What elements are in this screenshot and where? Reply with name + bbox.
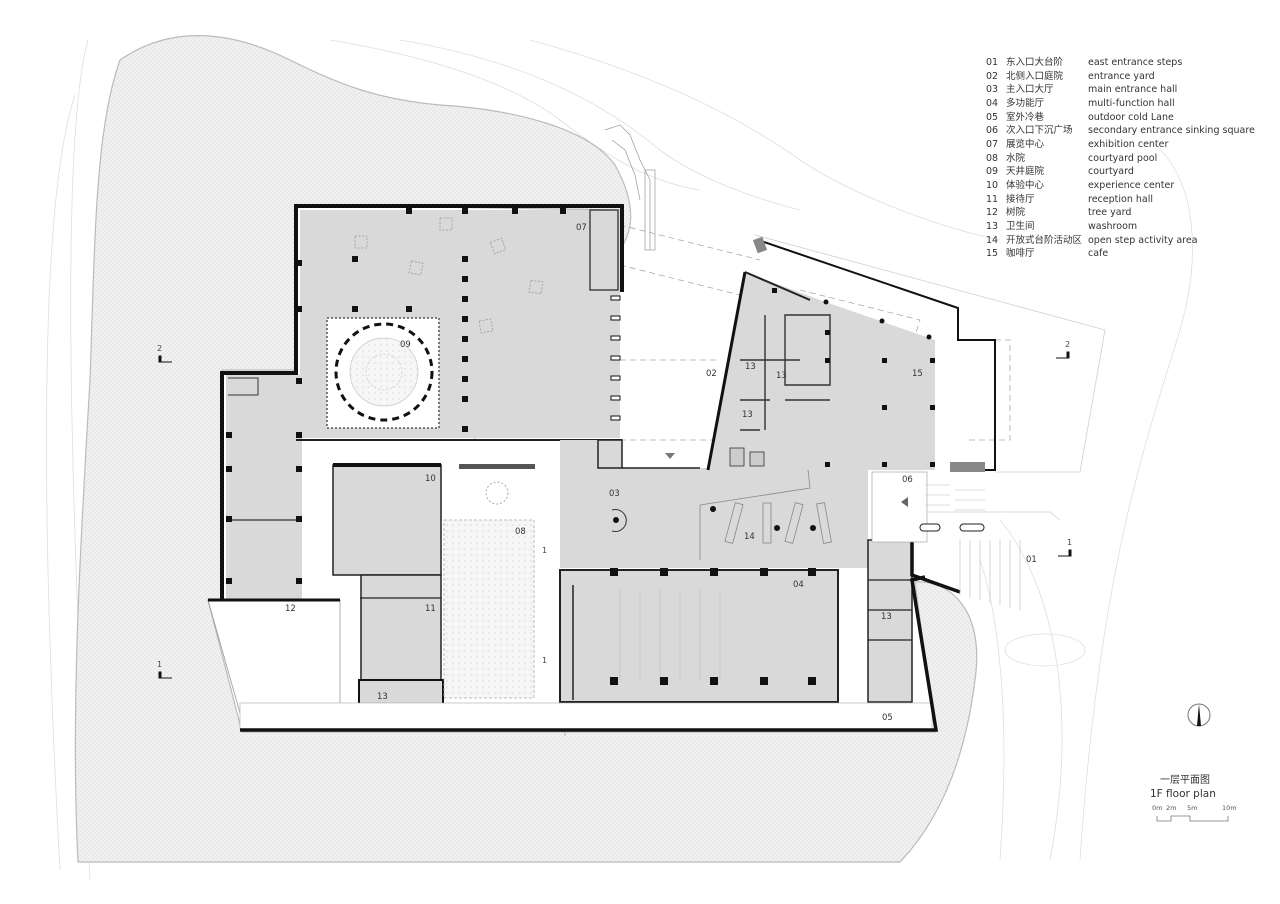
hall-columns (610, 568, 816, 685)
room-label-14: 14 (744, 532, 755, 542)
scale-tick-0m: 0m (1152, 804, 1163, 812)
section-mark-1-left: 1 (157, 660, 163, 669)
room-label-04: 04 (793, 580, 804, 590)
room-label-15: 15 (912, 369, 923, 379)
north-stair-path (604, 124, 656, 251)
seating-rows (619, 590, 721, 680)
landscape-mound (74, 35, 978, 863)
room-label-01: 01 (1026, 555, 1037, 565)
exhibition-hall-walls (294, 204, 624, 438)
room-label-13-b: 13 (776, 371, 787, 381)
cafe-columns (772, 288, 935, 467)
room-label-11: 11 (425, 604, 436, 614)
reception-hall-fill (360, 574, 442, 681)
drawing-title: 一层平面图 1F floor plan (1150, 771, 1216, 800)
south-corridor (239, 702, 933, 730)
facade-fins (610, 295, 621, 421)
room-label-05: 05 (882, 713, 893, 723)
contour-lines (46, 39, 1193, 881)
room-label-09: 09 (400, 340, 411, 350)
site-boundary (754, 234, 1106, 473)
room-label-10: 10 (425, 474, 436, 484)
courtyard-pool (443, 519, 535, 699)
scale-tick-10m: 10m (1222, 804, 1237, 812)
room-label-13-a: 13 (745, 362, 756, 372)
main-hall-fill (560, 440, 868, 568)
scale-tick-2m: 2m (1166, 804, 1177, 812)
section-markers (158, 351, 1072, 679)
east-service-block (867, 539, 913, 703)
drawing-title-cn: 一层平面图 (1160, 775, 1210, 786)
scale-bar (1156, 815, 1229, 822)
section-mark-1-mid-top: 1 (542, 546, 548, 555)
drawing-title-en: 1F floor plan (1150, 788, 1216, 800)
sinking-square (871, 471, 928, 543)
columns (226, 208, 566, 584)
section-mark-1-mid-bottom: 1 (542, 656, 548, 665)
section-mark-1-right: 1 (1067, 538, 1073, 547)
room-label-02: 02 (706, 369, 717, 379)
room-label-13-d: 13 (881, 612, 892, 622)
section-mark-2-right: 2 (1065, 340, 1071, 349)
cafe-interior-walls (740, 314, 831, 431)
room-label-13-e: 13 (377, 692, 388, 702)
display-boxes (354, 217, 544, 334)
scale-tick-5m: 5m (1187, 804, 1198, 812)
section-mark-2-left: 2 (157, 344, 163, 353)
cafe-block-fill (710, 272, 935, 470)
room-label-07: 07 (576, 223, 587, 233)
multi-function-hall-fill (559, 569, 839, 703)
room-label-06: 06 (902, 475, 913, 485)
scale-bar-labels: 0m 2m 5m 10m (1152, 804, 1242, 814)
room-label-03: 03 (609, 489, 620, 499)
room-label-08: 08 (515, 527, 526, 537)
north-arrow-icon (1187, 703, 1211, 727)
west-wing-fill (226, 375, 302, 600)
open-step-area (699, 469, 832, 560)
room-label-12: 12 (285, 604, 296, 614)
cafe-canopy (757, 239, 996, 471)
experience-center-fill (332, 464, 442, 576)
room-label-13-c: 13 (742, 410, 753, 420)
east-entrance-steps (959, 540, 1021, 610)
